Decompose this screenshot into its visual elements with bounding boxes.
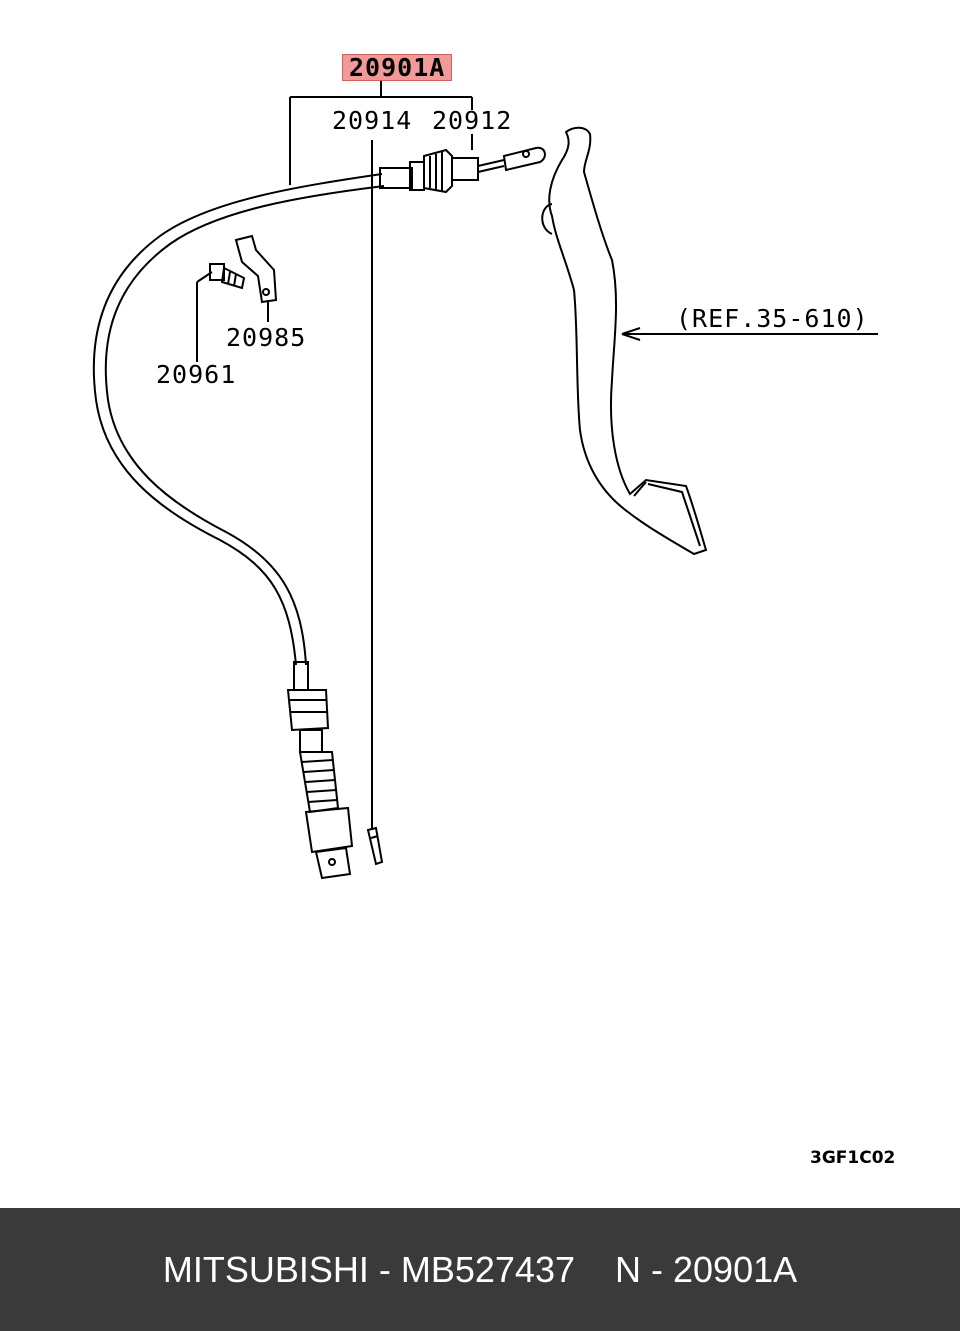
footer-ref-prefix: N [615, 1248, 642, 1290]
footer-ref-number: 20901A [673, 1248, 798, 1290]
part-label-cable-inner[interactable]: 20914 [332, 106, 413, 135]
clip-pin [366, 826, 384, 866]
footer-bar: MITSUBISHI - MB527437 N - 20901A [0, 1208, 960, 1331]
footer-separator-2: - [641, 1248, 674, 1290]
cable-lower-end [286, 661, 354, 880]
part-label-cable-outer[interactable]: 20912 [432, 106, 513, 135]
drawing-code: 3GF1C02 [810, 1148, 896, 1168]
part-label-bolt[interactable]: 20961 [156, 360, 237, 389]
parts-diagram: 20901A 20914 20912 20985 20961 (REF.35-6… [92, 54, 896, 1168]
footer-gap [575, 1249, 615, 1291]
reference-label[interactable]: (REF.35-610) [676, 304, 869, 333]
part-label-bracket[interactable]: 20985 [226, 323, 307, 352]
diagram-drawing [92, 80, 878, 880]
cable-upper-end [379, 146, 546, 194]
clutch-cable [92, 173, 385, 666]
footer-brand: MITSUBISHI [162, 1248, 369, 1290]
footer-separator: - [368, 1248, 401, 1290]
bracket-part [234, 234, 278, 304]
leader-lines [196, 80, 878, 830]
clutch-pedal [541, 126, 708, 556]
footer-part-number: MB527437 [400, 1248, 575, 1290]
bolt-part [209, 263, 246, 290]
main-part-number[interactable]: 20901A [342, 54, 453, 81]
